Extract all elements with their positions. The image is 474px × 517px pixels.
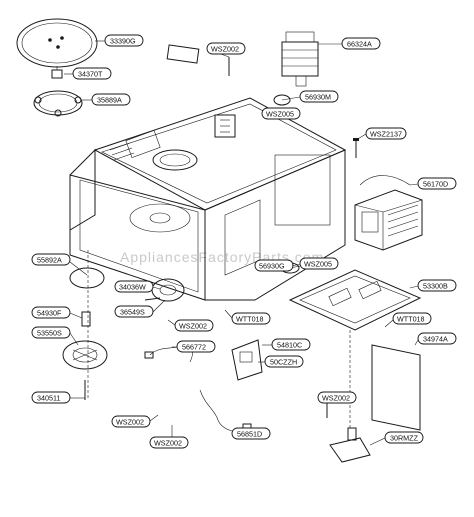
interlock-switch — [231, 339, 263, 381]
magnetron — [281, 31, 319, 87]
label-54930F: 54930F — [37, 309, 62, 318]
label-wsz002-right: WSZ002 — [322, 394, 350, 403]
thermal-cutout — [273, 94, 291, 106]
label-plate — [166, 44, 200, 64]
label-34974A: 34974A — [423, 335, 448, 344]
label-wsz002-bl1: WSZ002 — [116, 418, 144, 427]
right-cover-panel — [371, 344, 421, 431]
turntable-tray — [16, 18, 98, 68]
label-34036W: 34036W — [119, 283, 146, 292]
label-56851D: 56851D — [237, 430, 262, 439]
label-53550S: 53550S — [37, 329, 62, 338]
coupler — [51, 66, 63, 79]
label-wsz2137: WSZ2137 — [370, 130, 402, 139]
label-wsz002-top: WSZ002 — [211, 45, 239, 54]
label-54810C: 54810C — [277, 341, 302, 350]
label-wsz002-mid: WSZ002 — [179, 322, 207, 331]
spacer — [81, 311, 91, 327]
label-wtt018-left: WTT018 — [236, 315, 264, 324]
bracket — [329, 427, 371, 463]
label-340511: 340511 — [37, 394, 60, 403]
label-566772: 566772 — [182, 343, 206, 352]
label-30RMZZ: 30RMZZ — [390, 434, 419, 443]
label-56930G: 56930G — [259, 262, 285, 271]
label-50CZZH: 50CZZH — [270, 358, 297, 367]
label-33390G: 33390G — [110, 37, 136, 46]
fan-blade — [62, 340, 108, 370]
label-66324A: 66324A — [347, 40, 372, 49]
label-55892A: 55892A — [37, 256, 62, 265]
transformer-wire — [359, 175, 411, 186]
watermark: AppliancesFactoryParts.com — [120, 249, 324, 265]
label-wsz005-top: WSZ005 — [266, 110, 294, 119]
label-34370T: 34370T — [78, 70, 103, 79]
base-plate — [288, 269, 422, 331]
label-wsz002-bl2: WSZ002 — [154, 439, 182, 448]
label-56930M: 56930M — [305, 93, 331, 102]
transformer — [354, 189, 423, 251]
label-35889A: 35889A — [97, 96, 122, 105]
stirrer-cover — [69, 267, 105, 289]
label-53300B: 53300B — [423, 282, 448, 291]
roller-ring — [33, 90, 83, 117]
label-wtt018-right: WTT018 — [397, 315, 425, 324]
oven-cavity — [69, 97, 347, 301]
label-56170D: 56170D — [423, 180, 448, 189]
wire-harness-2 — [199, 389, 249, 433]
label-36549S: 36549S — [120, 308, 145, 317]
label-wsz005-right: WSZ005 — [304, 260, 332, 269]
